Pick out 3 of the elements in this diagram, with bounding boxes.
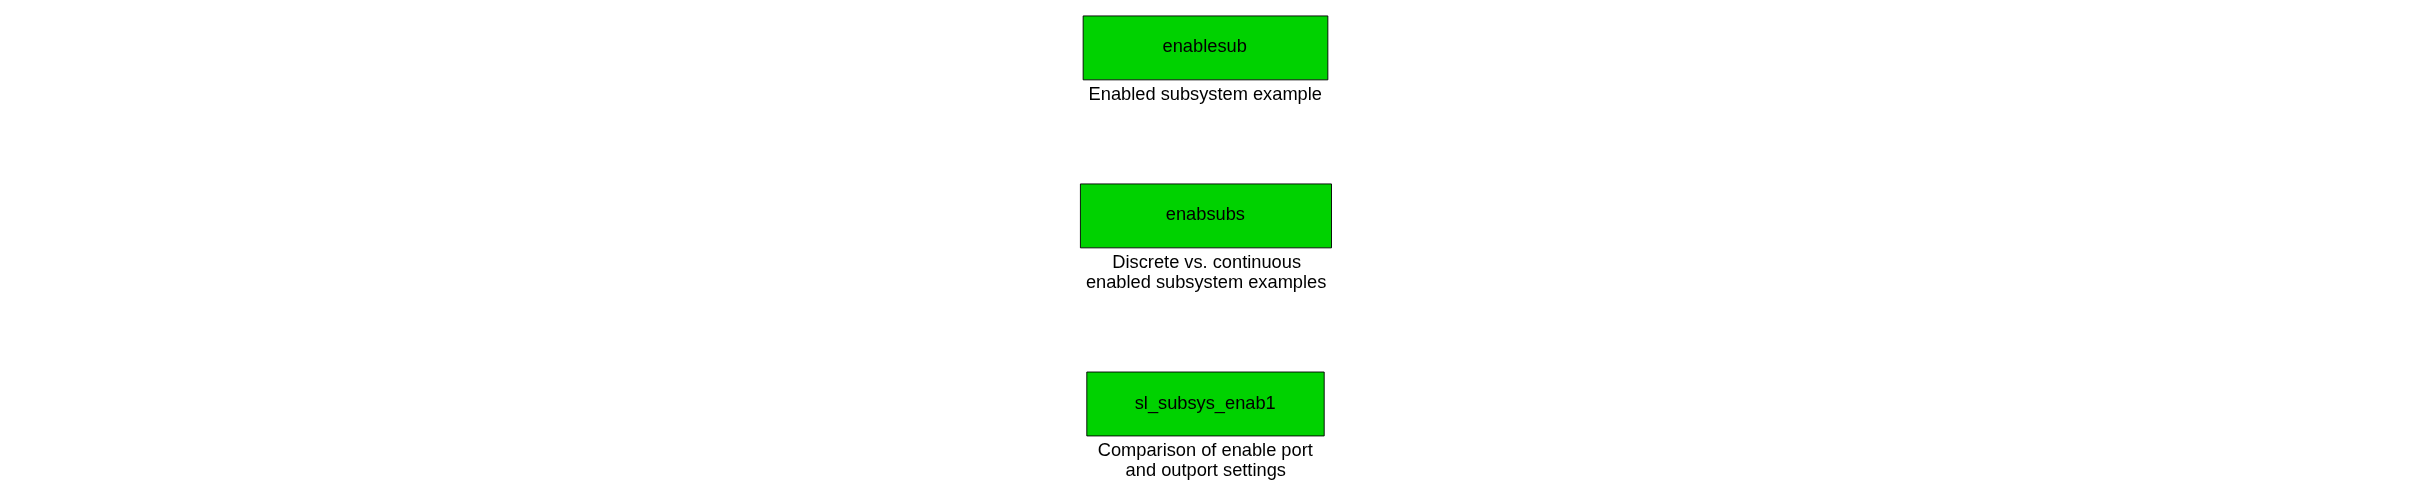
node-label: Comparison of enable port and outport settings xyxy=(1097,439,1313,481)
node-label: Discrete vs. continuous enabled subsystem examples xyxy=(1085,250,1326,293)
node-label: Enabled subsystem example xyxy=(1088,82,1322,104)
